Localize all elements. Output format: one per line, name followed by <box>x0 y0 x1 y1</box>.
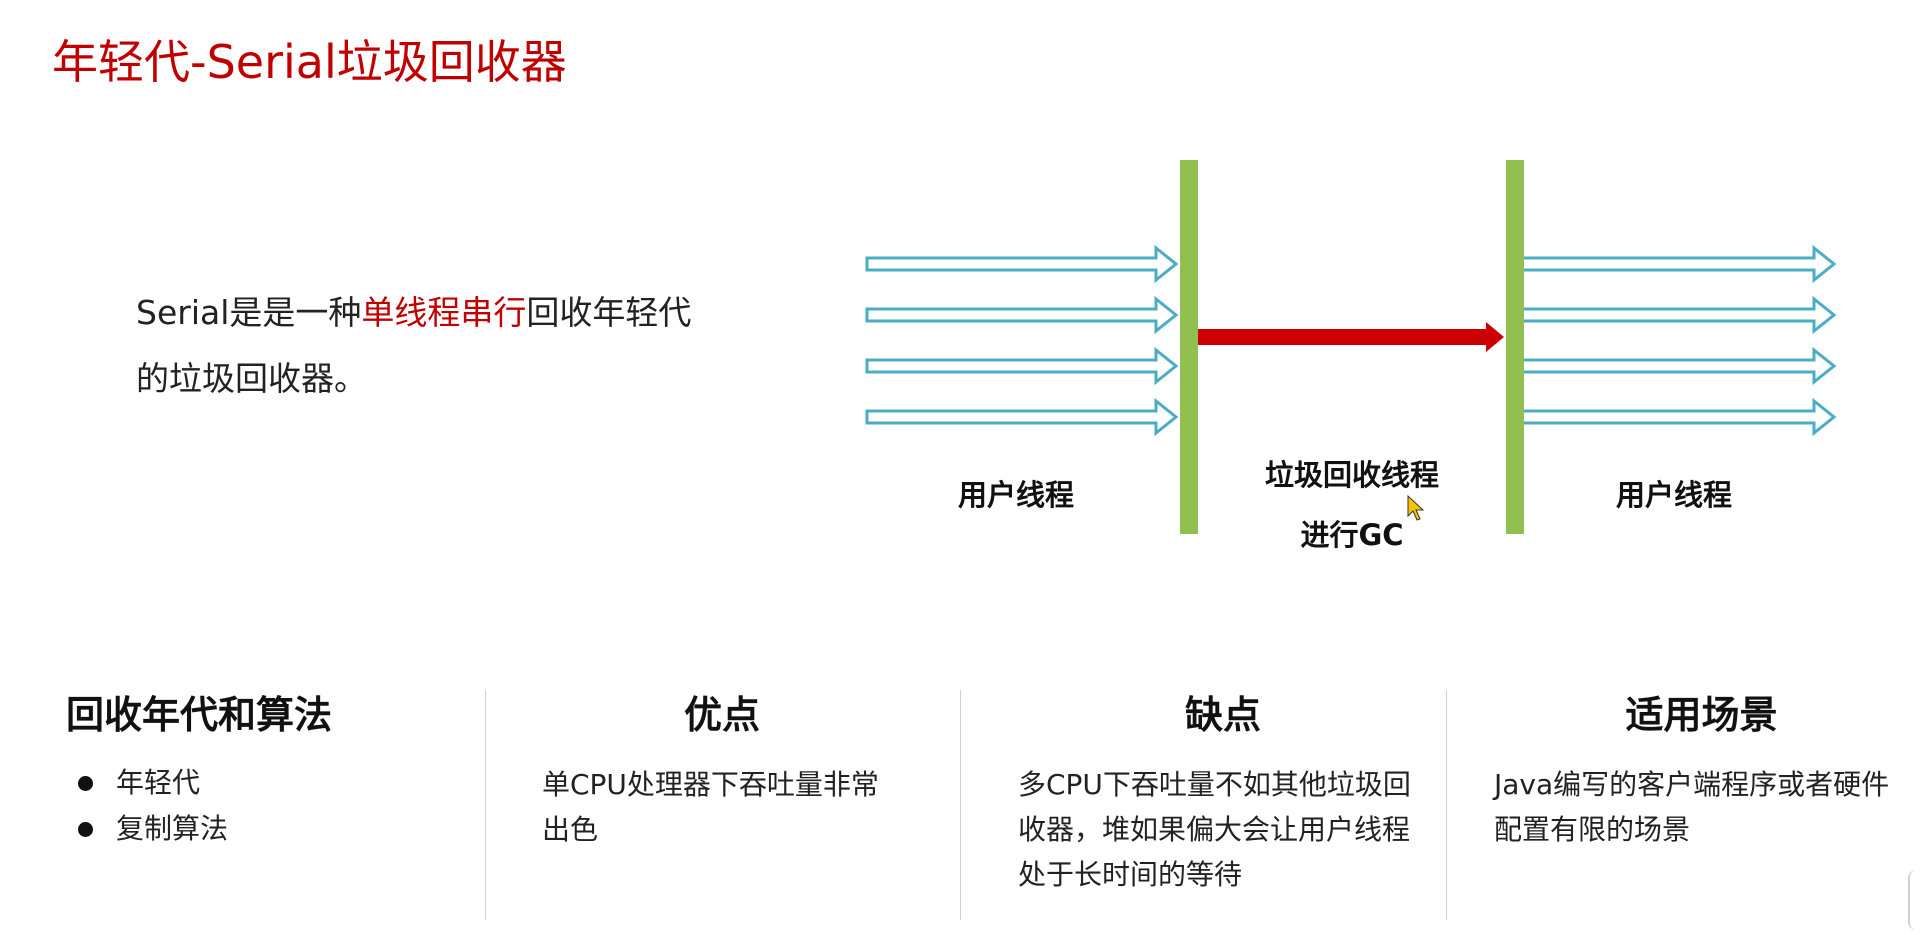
slide-title: 年轻代-Serial垃圾回收器 <box>52 35 567 89</box>
scroll-handle[interactable] <box>1908 870 1920 930</box>
right-user-thread-arrows <box>1520 244 1837 437</box>
list-item-text: 年轻代 <box>116 766 201 799</box>
user-thread-arrow <box>1520 397 1837 437</box>
column-divider <box>1446 690 1447 920</box>
gc-thread-label-line2: 进行GC <box>1300 518 1404 552</box>
user-thread-arrow <box>1520 244 1837 284</box>
right-safepoint-barrier <box>1506 160 1524 534</box>
bullet-list: 年轻代 复制算法 <box>66 760 466 852</box>
description-part1: Serial是是一种 <box>136 293 362 332</box>
right-user-thread-label: 用户线程 <box>1615 478 1732 512</box>
column-text: 单CPU处理器下吞吐量非常出色 <box>542 768 879 846</box>
column-generation-algorithm: 回收年代和算法 年轻代 复制算法 <box>66 690 466 920</box>
user-thread-arrow <box>865 244 1179 284</box>
mouse-cursor-icon <box>1407 494 1425 521</box>
column-text: Java编写的客户端程序或者硬件配置有限的场景 <box>1494 768 1890 846</box>
column-use-cases: 适用场景 Java编写的客户端程序或者硬件配置有限的场景 <box>1494 690 1909 920</box>
column-title: 适用场景 <box>1625 693 1778 737</box>
list-item: 复制算法 <box>66 806 466 852</box>
user-thread-arrow <box>865 346 1179 386</box>
description-highlight: 单线程串行 <box>361 293 527 332</box>
list-item: 年轻代 <box>66 760 466 806</box>
feature-columns: 回收年代和算法 年轻代 复制算法 优点 单CPU处理器下吞吐量非常出色 缺点 多… <box>0 690 1920 920</box>
left-user-thread-arrows <box>865 244 1179 437</box>
left-safepoint-barrier <box>1180 160 1198 534</box>
user-thread-arrow <box>865 295 1179 335</box>
description-part2: 回收年轻代的垃圾回收器。 <box>136 293 692 398</box>
user-thread-arrow <box>1520 346 1837 386</box>
left-user-thread-label: 用户线程 <box>957 478 1074 512</box>
bullet-dot-icon <box>78 776 93 791</box>
column-title: 缺点 <box>1184 693 1261 737</box>
description: Serial是是一种单线程串行回收年轻代的垃圾回收器。 <box>136 280 716 412</box>
bullet-dot-icon <box>78 822 93 837</box>
gc-thread-arrow <box>1198 322 1504 352</box>
column-title: 回收年代和算法 <box>66 693 333 737</box>
gc-thread-label-line1: 垃圾回收线程 <box>1264 458 1439 492</box>
column-divider <box>485 690 486 920</box>
column-divider <box>960 690 961 920</box>
column-title: 优点 <box>683 693 760 737</box>
user-thread-arrow <box>1520 295 1837 335</box>
column-text: 多CPU下吞吐量不如其他垃圾回收器，堆如果偏大会让用户线程处于长时间的等待 <box>1018 768 1411 891</box>
column-advantages: 优点 单CPU处理器下吞吐量非常出色 <box>542 690 902 920</box>
list-item-text: 复制算法 <box>116 812 229 845</box>
user-thread-arrow <box>865 397 1179 437</box>
column-disadvantages: 缺点 多CPU下吞吐量不如其他垃圾回收器，堆如果偏大会让用户线程处于长时间的等待 <box>1018 690 1428 920</box>
